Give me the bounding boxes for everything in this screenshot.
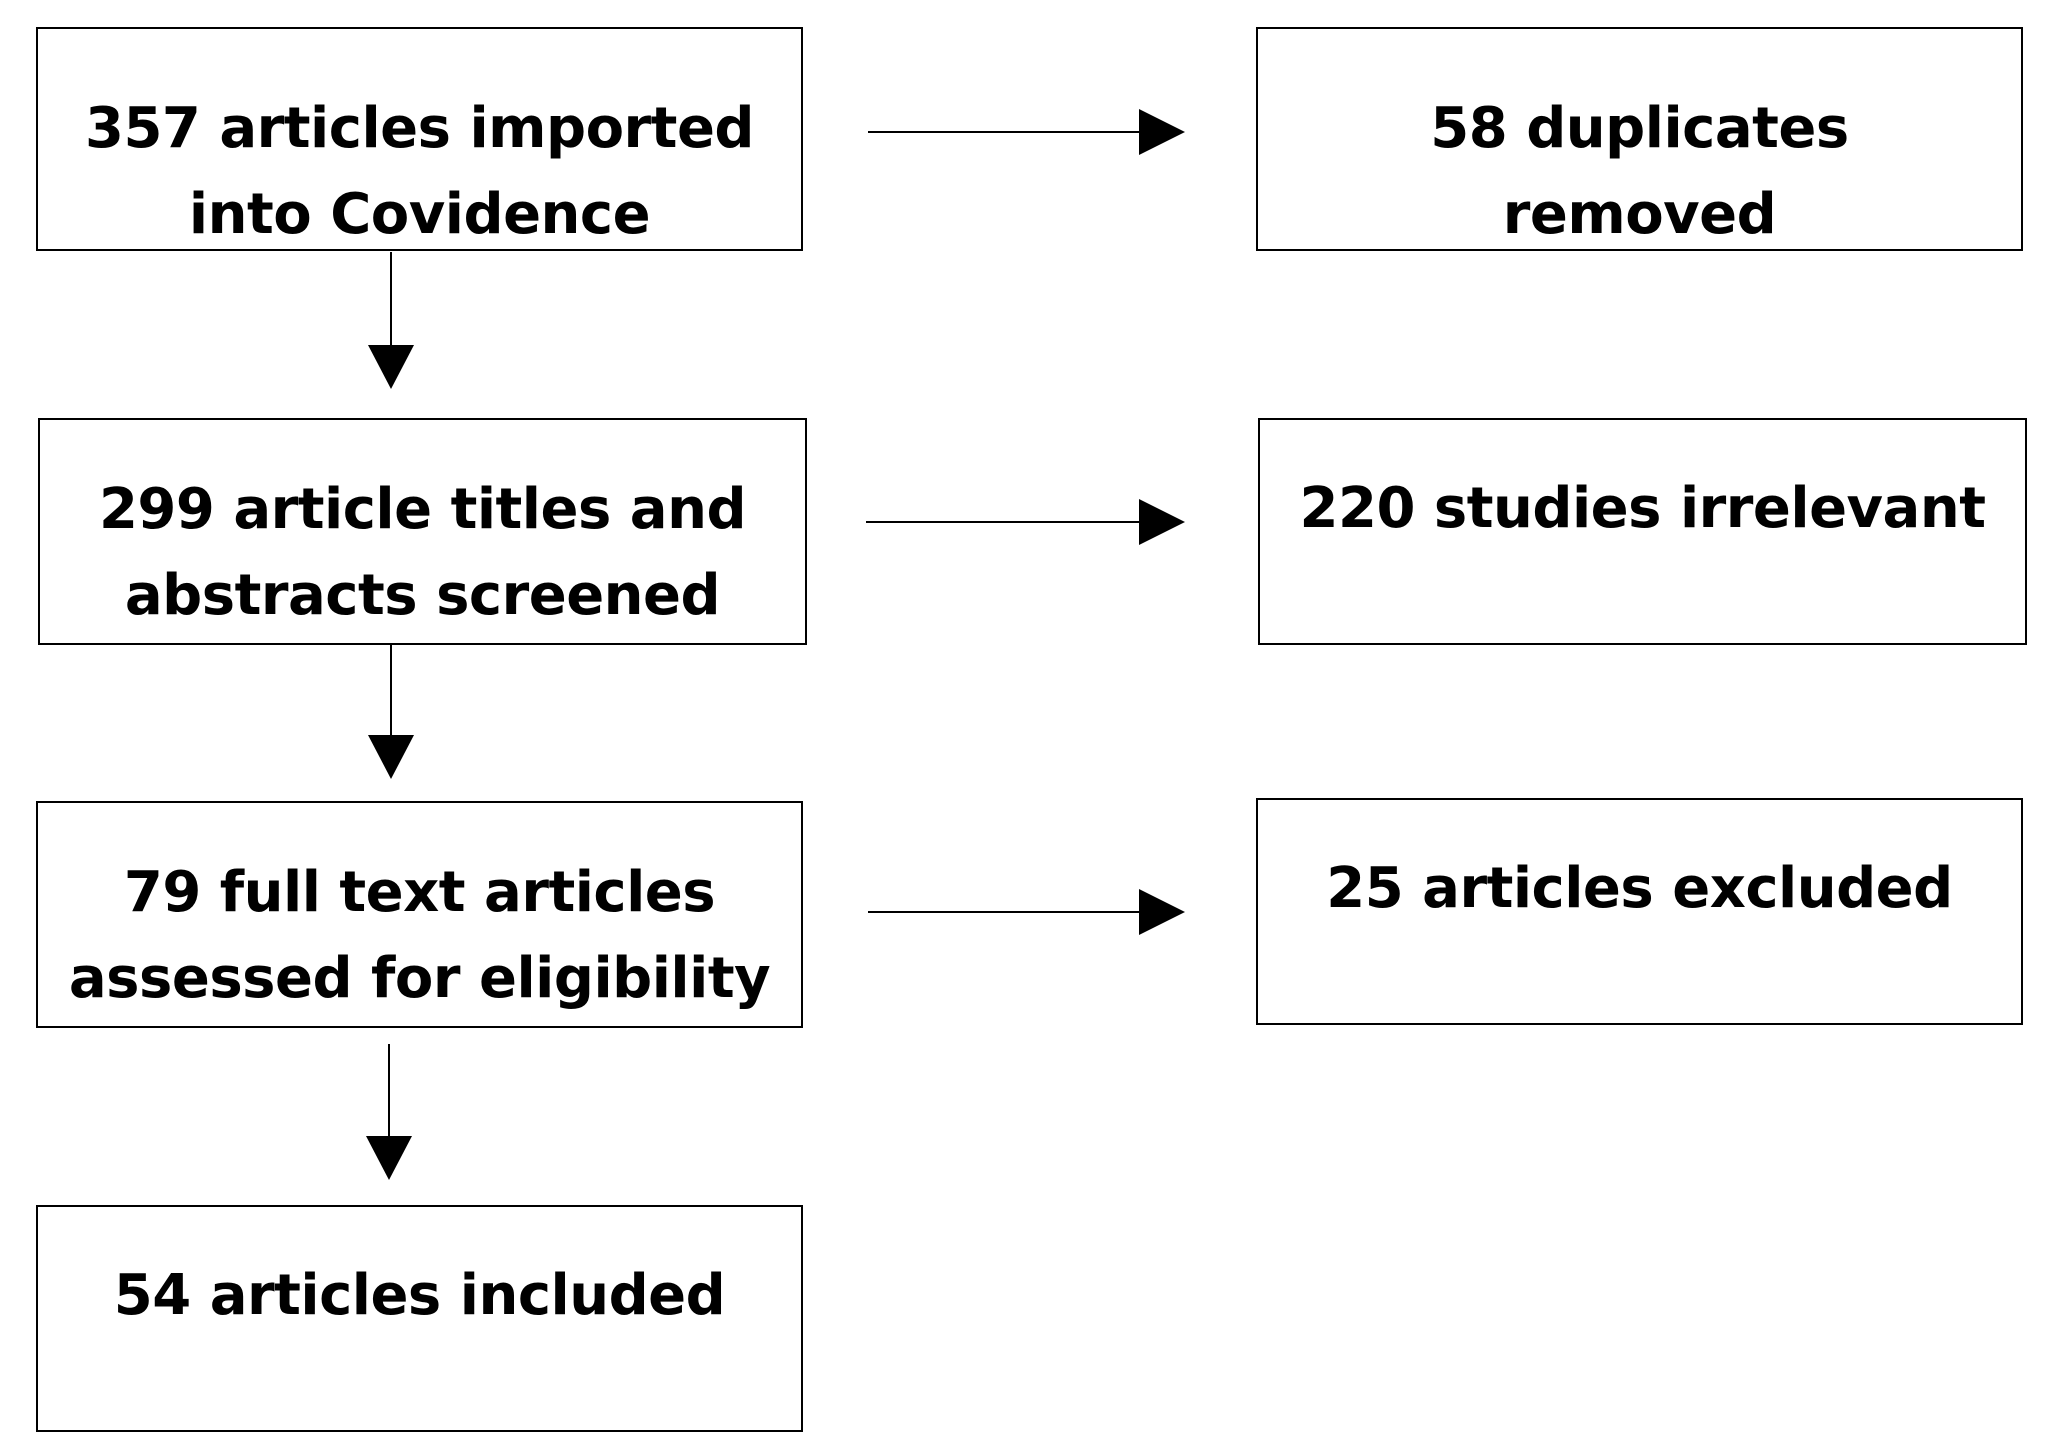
step-box-fulltext: 79 full text articles assessed for eligi…: [36, 801, 803, 1028]
arrow-imported-to-duplicates: [868, 109, 1185, 155]
step-box-imported: 357 articles imported into Covidence: [36, 27, 803, 251]
arrow-fulltext-to-excluded: [868, 889, 1185, 935]
arrow-screened-to-fulltext: [368, 645, 414, 779]
exclusion-text: removed: [1502, 182, 1777, 247]
exclusion-box-irrelevant: 220 studies irrelevant: [1258, 418, 2027, 645]
step-text: abstracts screened: [124, 563, 721, 628]
step-text: 79 full text articles: [123, 860, 716, 925]
step-text: into Covidence: [188, 182, 651, 247]
step-text: 54 articles included: [113, 1263, 726, 1328]
step-text: 299 article titles and: [98, 477, 747, 542]
exclusion-box-excluded: 25 articles excluded: [1256, 798, 2023, 1025]
step-text: 357 articles imported: [84, 96, 755, 161]
exclusion-text: 220 studies irrelevant: [1299, 476, 1986, 541]
exclusion-box-duplicates: 58 duplicates removed: [1256, 27, 2023, 251]
arrow-fulltext-to-included: [366, 1044, 412, 1180]
step-box-screened: 299 article titles and abstracts screene…: [38, 418, 807, 645]
step-text: assessed for eligibility: [68, 946, 771, 1011]
step-box-included: 54 articles included: [36, 1205, 803, 1432]
exclusion-text: 25 articles excluded: [1326, 856, 1953, 921]
exclusion-text: 58 duplicates: [1430, 96, 1849, 161]
arrow-imported-to-screened: [368, 252, 414, 389]
arrow-screened-to-irrelevant: [866, 499, 1185, 545]
